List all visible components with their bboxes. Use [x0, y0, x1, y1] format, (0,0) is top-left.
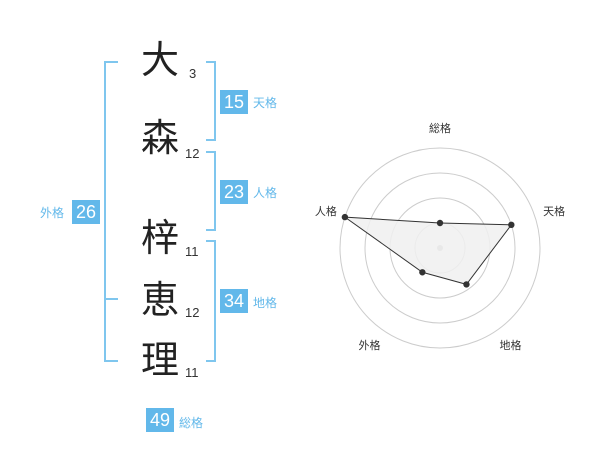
radar-point-2	[508, 221, 515, 229]
tenkaku-value: 15	[220, 90, 248, 114]
stroke-count-1: 3	[189, 66, 197, 81]
chikaku-label: 地格	[253, 296, 278, 310]
radar-ring-4	[339, 147, 541, 349]
gaikaku-value: 26	[72, 200, 100, 224]
tenkaku-bracket	[206, 61, 216, 141]
radar-point-5	[341, 213, 349, 221]
radar-point-3	[463, 281, 470, 288]
jinkaku-bracket	[206, 151, 216, 231]
name-char-2: 森	[140, 116, 179, 160]
gaikaku-label: 外格	[40, 206, 65, 220]
radar-axis-label-5: 人格	[315, 204, 337, 218]
jinkaku-label: 人格	[253, 186, 278, 200]
radar-ring-3	[364, 172, 516, 324]
stroke-count-2: 12	[185, 146, 200, 161]
stroke-count-3: 11	[185, 244, 199, 259]
radar-axis-label-4: 外格	[358, 338, 380, 352]
name-char-3: 梓	[140, 216, 179, 260]
gaikaku-bracket	[104, 61, 118, 362]
name-char-5: 理	[140, 338, 179, 382]
radar-axis-label-3: 地格	[500, 338, 522, 352]
soukaku-label: 総格	[179, 416, 204, 430]
radar-point-1	[436, 219, 444, 227]
chikaku-bracket	[206, 240, 216, 362]
radar-axis-label-1: 総格	[429, 121, 451, 135]
radar-area	[343, 216, 513, 285]
stroke-count-5: 11	[185, 365, 199, 380]
chikaku-value: 34	[220, 289, 248, 313]
jinkaku-value: 23	[220, 180, 248, 204]
radar-axis-label-2: 天格	[543, 204, 565, 218]
name-char-4: 恵	[140, 278, 179, 322]
stroke-count-4: 12	[185, 305, 200, 320]
soukaku-value: 49	[146, 408, 174, 432]
radar-point-4	[419, 269, 426, 276]
gaikaku-bracket-divider	[104, 298, 118, 300]
tenkaku-label: 天格	[253, 96, 278, 110]
name-char-1: 大	[140, 38, 179, 82]
